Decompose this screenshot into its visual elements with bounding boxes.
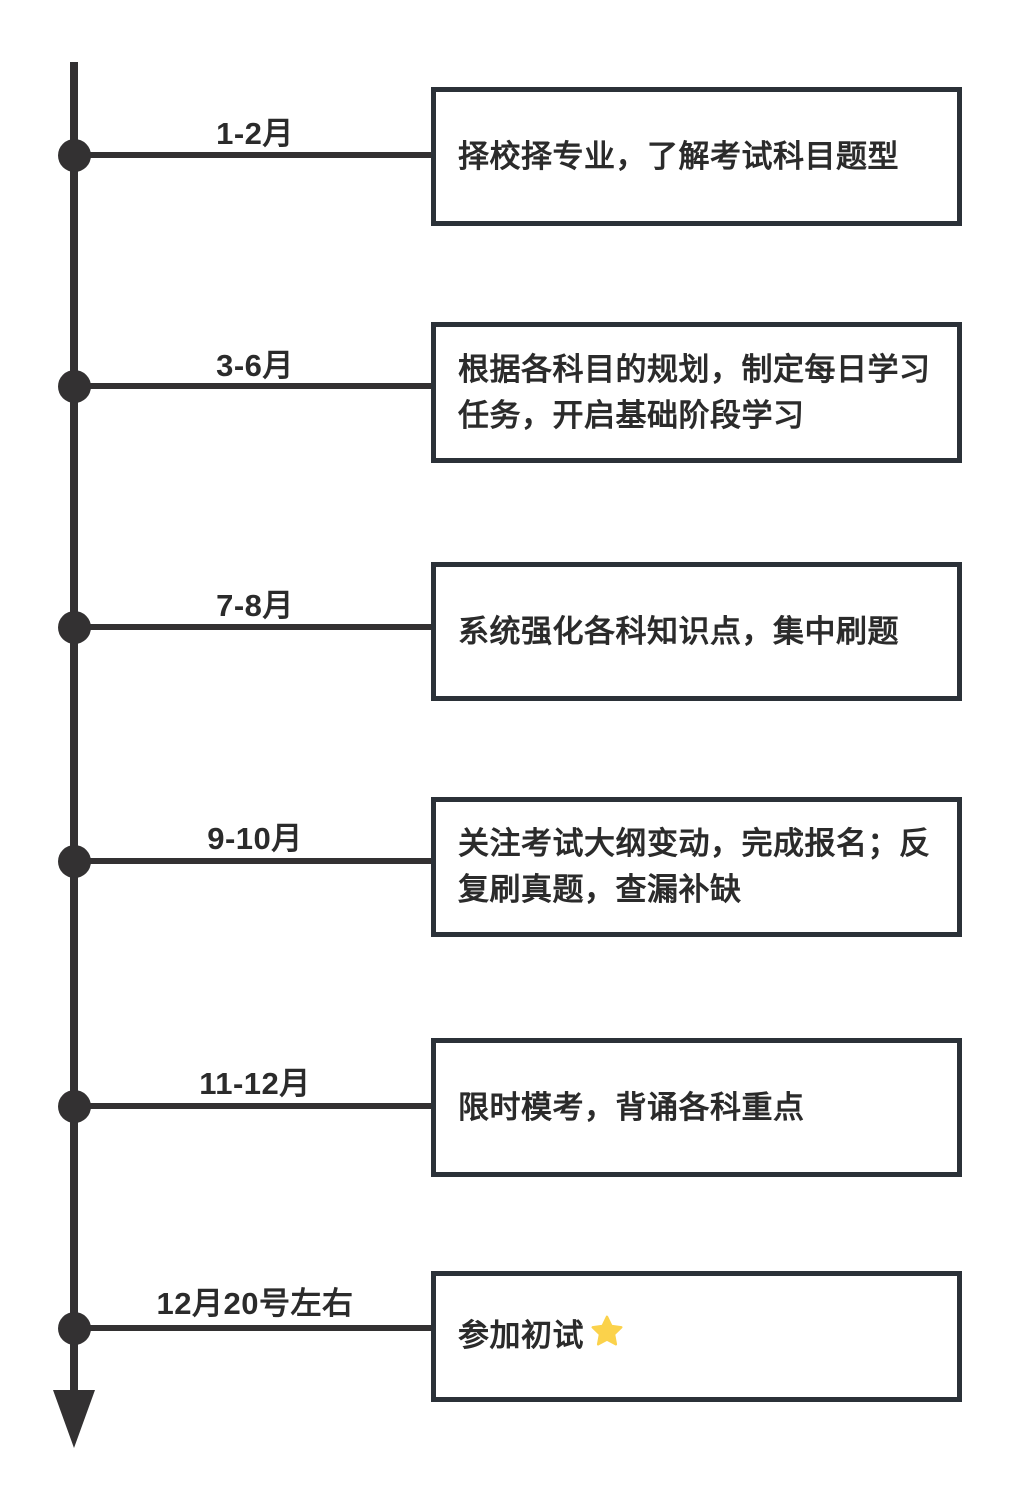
timeline-content-box: 参加初试 xyxy=(431,1271,962,1402)
timeline-content-text: 系统强化各科知识点，集中刷题 xyxy=(458,613,899,649)
timeline-connector-line xyxy=(74,1325,434,1331)
star-icon xyxy=(590,1314,624,1361)
timeline-content-text: 根据各科目的规划，制定每日学习任务，开启基础阶段学习 xyxy=(458,351,931,433)
timeline-period-label: 7-8月 xyxy=(216,588,294,623)
timeline-connector-line xyxy=(74,383,434,389)
timeline-arrow-icon xyxy=(53,1390,95,1448)
timeline-connector-line xyxy=(74,152,434,158)
timeline-period-label: 9-10月 xyxy=(207,821,303,856)
timeline-content-text: 择校择专业，了解考试科目题型 xyxy=(458,138,899,174)
timeline-content-text: 关注考试大纲变动，完成报名；反复刷真题，查漏补缺 xyxy=(458,826,931,907)
timeline-axis-line xyxy=(70,62,78,1394)
timeline-period-label: 12月20号左右 xyxy=(156,1286,354,1321)
timeline-content-text: 限时模考，背诵各科重点 xyxy=(458,1089,805,1125)
timeline-period-label: 3-6月 xyxy=(216,348,294,383)
timeline-content-box: 根据各科目的规划，制定每日学习任务，开启基础阶段学习 xyxy=(431,322,962,463)
timeline-content-box: 择校择专业，了解考试科目题型 xyxy=(431,87,962,226)
timeline-period-label: 11-12月 xyxy=(199,1066,311,1101)
timeline-content-box: 限时模考，背诵各科重点 xyxy=(431,1038,962,1177)
timeline-connector-line xyxy=(74,858,434,864)
timeline-connector-line xyxy=(74,1103,434,1109)
timeline-content-text: 参加初试 xyxy=(458,1317,584,1353)
timeline-period-label: 1-2月 xyxy=(216,116,294,151)
timeline-content-box: 关注考试大纲变动，完成报名；反复刷真题，查漏补缺 xyxy=(431,797,962,937)
timeline-content-text-wrapper: 参加初试 xyxy=(436,1313,646,1361)
timeline-content-box: 系统强化各科知识点，集中刷题 xyxy=(431,562,962,701)
timeline-connector-line xyxy=(74,624,434,630)
